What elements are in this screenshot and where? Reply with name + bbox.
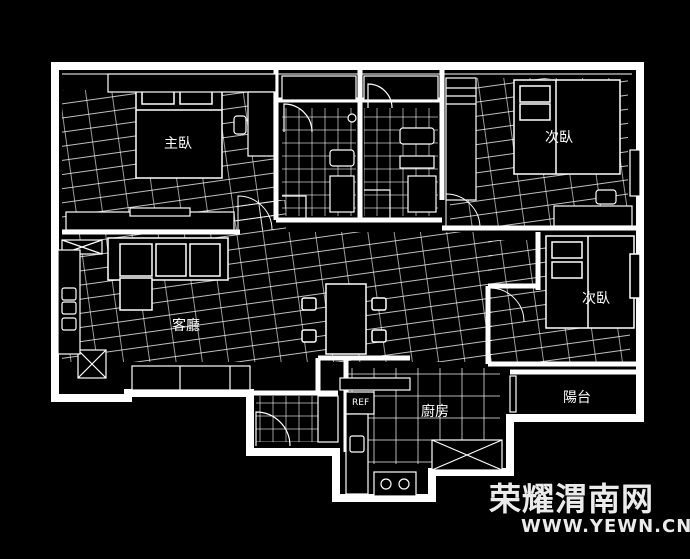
- fridge-label: REF: [352, 398, 370, 408]
- bedroom-2-door-swing: [445, 193, 481, 229]
- room-label-living-room: 客廳: [172, 318, 200, 334]
- room-label-master-bedroom: 主臥: [164, 136, 192, 152]
- bedroom-3-door-swing: [489, 287, 525, 323]
- bathroom-2-fixtures: [363, 75, 439, 218]
- bedroom-2-bed: [513, 79, 621, 175]
- sofa: [107, 237, 229, 311]
- bedroom-3-bed: [545, 235, 641, 329]
- room-label-bedroom-2: 次臥: [545, 130, 573, 146]
- watermark-url: WWW.YEWN.CN: [521, 516, 690, 537]
- room-label-bedroom-3: 次臥: [582, 291, 610, 307]
- master-desk: [65, 207, 235, 231]
- master-wardrobe: [107, 73, 277, 157]
- kitchen-counter: [339, 377, 503, 497]
- dining-table: [301, 283, 387, 355]
- master-bed: [135, 79, 223, 179]
- entry-closet: [255, 375, 517, 447]
- tv-cabinet: [61, 239, 251, 391]
- room-label-kitchen: 廚房: [421, 404, 449, 420]
- bedroom-2-wardrobe: [445, 77, 641, 227]
- bathroom-1-fixtures: [281, 75, 357, 218]
- master-door-swing: [237, 195, 273, 231]
- room-label-balcony: 陽台: [563, 390, 591, 406]
- balcony-chairs: [57, 249, 81, 355]
- watermark-brand: 荣耀渭南网: [489, 480, 655, 518]
